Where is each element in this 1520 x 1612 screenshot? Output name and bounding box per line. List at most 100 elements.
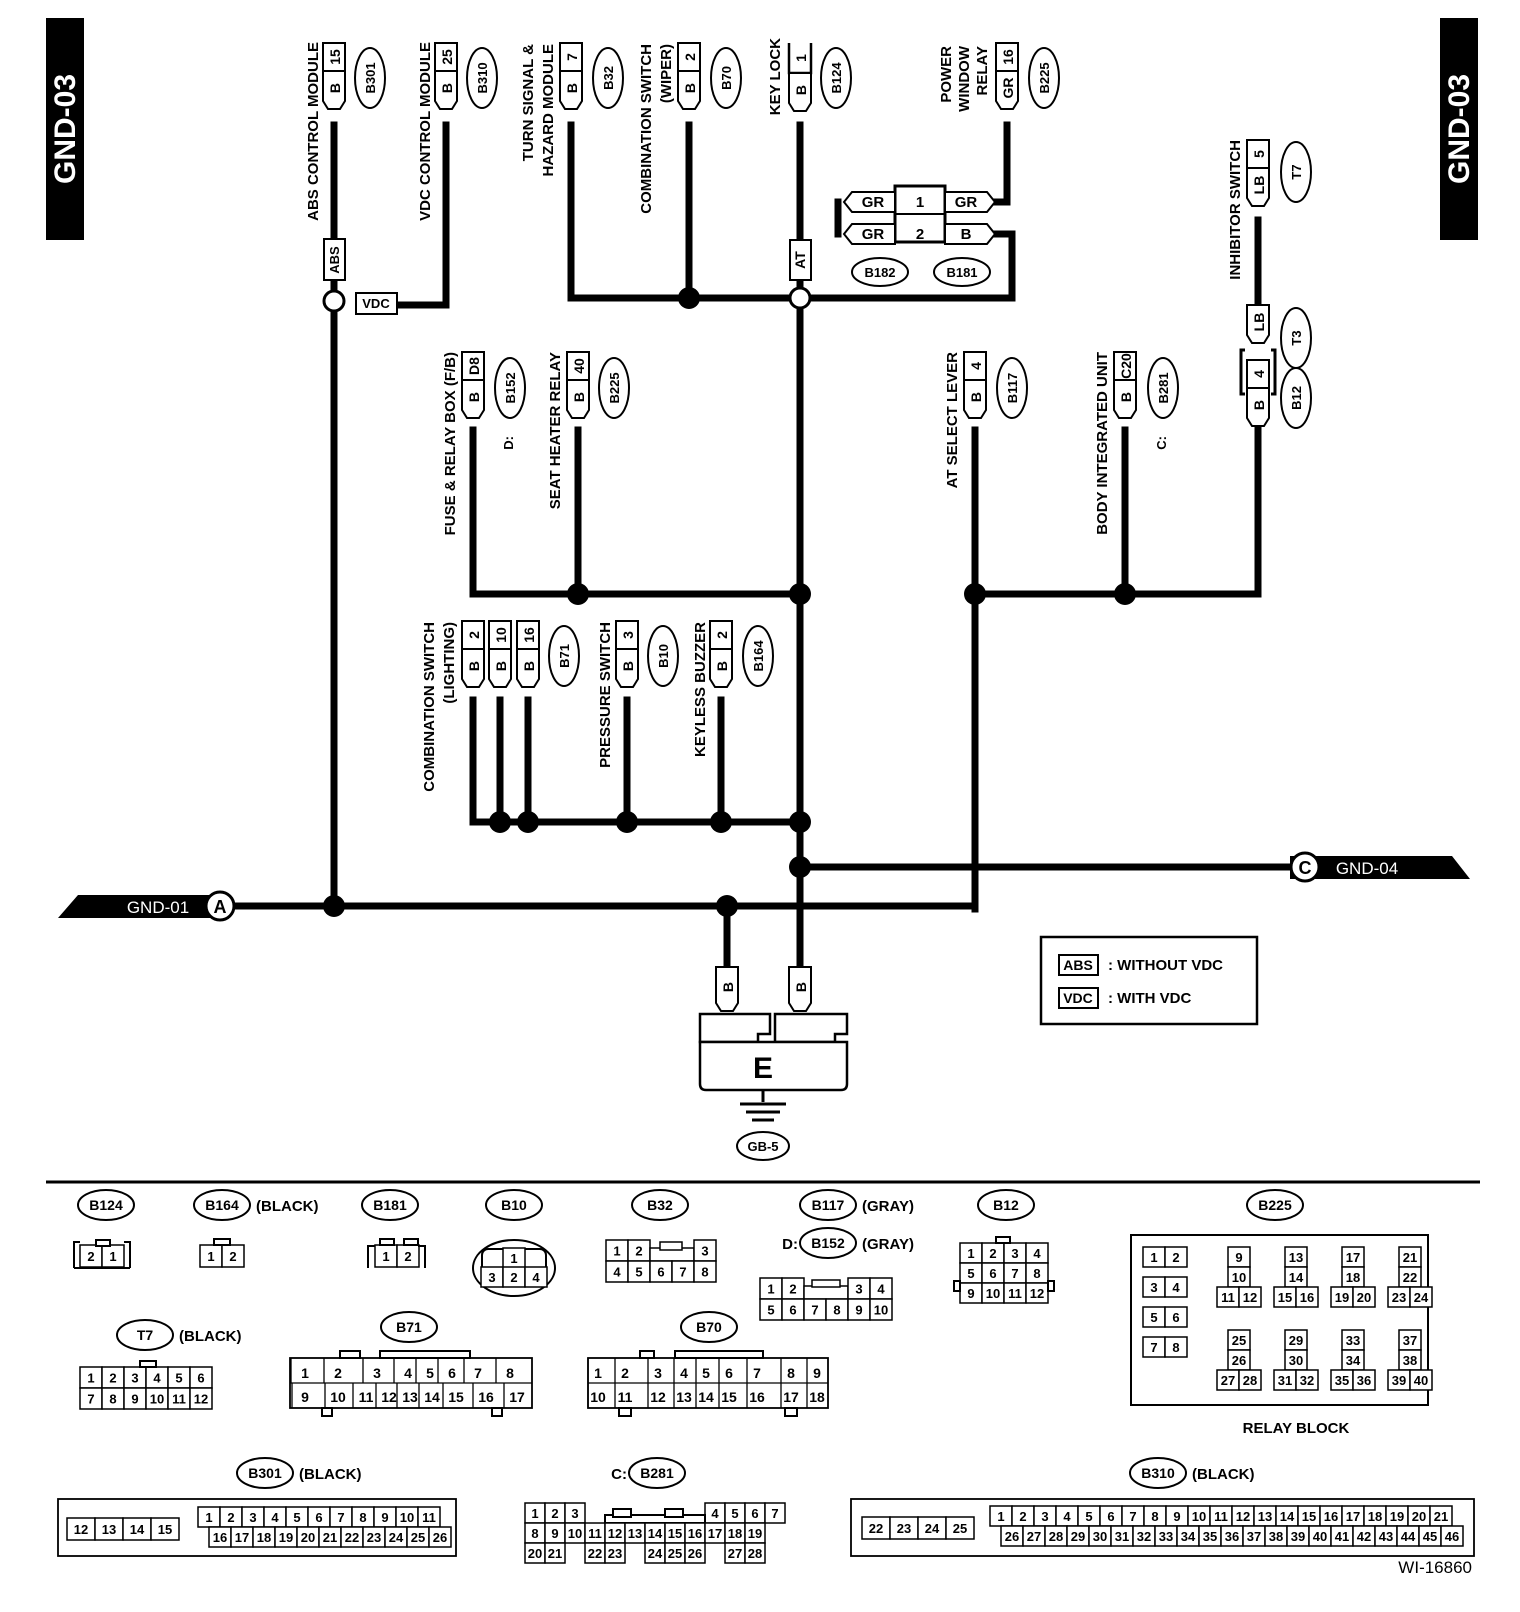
terminal-t3: LB T3 <box>1246 304 1312 369</box>
tag-right: GND-03 <box>1440 18 1478 240</box>
pin-cell: 19 <box>1335 1290 1349 1305</box>
pin-number: 2 <box>682 53 698 61</box>
pin-cell: 18 <box>809 1389 825 1405</box>
connector-id: B10 <box>656 644 671 668</box>
pin-cell: 40 <box>1313 1529 1327 1544</box>
connector-id: T7 <box>137 1327 154 1343</box>
pin-cell: 5 <box>1085 1509 1092 1524</box>
pin-cell: 34 <box>1181 1529 1196 1544</box>
pin-cell: 13 <box>1289 1250 1303 1265</box>
pin-cell: 35 <box>1335 1373 1349 1388</box>
pin-number: 4 <box>1251 370 1267 378</box>
figure-code: WI-16860 <box>1398 1558 1472 1577</box>
pin-cell: 11 <box>1214 1509 1228 1524</box>
connector-id: B152 <box>811 1235 845 1251</box>
pin-cell: 10 <box>1192 1509 1206 1524</box>
connector-prefix: D: <box>501 436 516 450</box>
svg-text:VDC: VDC <box>362 296 390 311</box>
pin-cell: 21 <box>1403 1250 1417 1265</box>
component-label: RELAY <box>974 46 991 95</box>
pin-cell: 13 <box>1258 1509 1272 1524</box>
pin-cell: 3 <box>1041 1509 1048 1524</box>
pin-cell: 1 <box>382 1249 389 1264</box>
joint-connector: GR GR 1 2 GR B B182 B181 <box>842 184 997 287</box>
pin-cell: 15 <box>448 1389 464 1405</box>
pin-cell: 6 <box>789 1303 796 1318</box>
pin-cell: 2 <box>229 1249 236 1264</box>
component-label: KEYLESS BUZZER <box>692 622 709 757</box>
pin-cell: 28 <box>1243 1373 1257 1388</box>
pin-cell: 14 <box>698 1389 714 1405</box>
pin-cell: 3 <box>701 1244 708 1259</box>
pin-cell: 6 <box>448 1365 456 1381</box>
pin-cell: 46 <box>1445 1529 1459 1544</box>
pin-cell: 24 <box>925 1521 940 1536</box>
connector-id: B10 <box>501 1197 527 1213</box>
pin-cell: 11 <box>618 1389 633 1405</box>
ground-e: E GB-5 <box>698 1012 849 1161</box>
connector-id: B225 <box>1037 62 1052 93</box>
connector-color-note: (BLACK) <box>179 1328 241 1345</box>
pin-number: 7 <box>564 53 580 61</box>
pin-cell: 9 <box>1173 1509 1180 1524</box>
pin-cell: 14 <box>424 1389 440 1405</box>
pin-cell: 25 <box>668 1546 682 1561</box>
connector-id: B124 <box>829 62 844 94</box>
pin-cell: 6 <box>725 1365 733 1381</box>
pin-cell: 27 <box>728 1546 742 1561</box>
component-label: VDC CONTROL MODULE <box>417 42 434 221</box>
pin-cell: 4 <box>711 1506 719 1521</box>
pin-cell: 12 <box>1030 1286 1044 1301</box>
pin-cell: 18 <box>1368 1509 1382 1524</box>
svg-text:C: C <box>1299 858 1312 878</box>
pin-cell: 3 <box>654 1365 662 1381</box>
svg-text:GND-01: GND-01 <box>127 898 189 917</box>
pin-number: 5 <box>1251 150 1267 158</box>
pin-cell: 11 <box>1008 1286 1022 1301</box>
pin-cell: 22 <box>1403 1270 1417 1285</box>
pin-cell: 14 <box>130 1522 145 1537</box>
component-label: PRESSURE SWITCH <box>597 622 614 768</box>
connector-prefix: C: <box>611 1466 627 1483</box>
pin-cell: 3 <box>1150 1280 1157 1295</box>
wire-color: LB <box>1251 313 1267 332</box>
pin-cell: 1 <box>1150 1250 1157 1265</box>
pin-cell: 12 <box>74 1522 88 1537</box>
connector-color-note: (BLACK) <box>256 1198 318 1215</box>
pin-cell: 12 <box>608 1526 622 1541</box>
pin-cell: 7 <box>1129 1509 1136 1524</box>
pin-cell: 25 <box>953 1521 967 1536</box>
legend-code-vdc: VDC <box>1063 990 1093 1006</box>
wire-color: B <box>968 392 984 402</box>
pin-cell: 44 <box>1401 1529 1416 1544</box>
pin-cell: 3 <box>131 1371 138 1386</box>
pin-cell: 1 <box>594 1365 602 1381</box>
connector-id: B301 <box>248 1465 282 1481</box>
pin-cell: 1 <box>510 1251 517 1266</box>
connector-prefix: D: <box>782 1236 798 1253</box>
pin-cell: 34 <box>1346 1353 1361 1368</box>
pin-cell: 7 <box>679 1265 686 1280</box>
pin-cell: 11 <box>588 1526 602 1541</box>
pin-cell: 8 <box>1033 1266 1040 1281</box>
connector-id: T3 <box>1289 330 1304 345</box>
connector-id: B71 <box>557 644 572 668</box>
connector-view-title: B181 <box>361 1189 419 1221</box>
open-splices <box>322 286 812 313</box>
pin-cell: 12 <box>1243 1290 1257 1305</box>
pin-cell: 2 <box>1172 1250 1179 1265</box>
pin-cell: 24 <box>389 1530 404 1545</box>
connector-id: B70 <box>719 66 734 90</box>
pin-cell: 9 <box>967 1286 974 1301</box>
pin-cell: 6 <box>197 1371 204 1386</box>
wire-color: B <box>439 83 455 93</box>
